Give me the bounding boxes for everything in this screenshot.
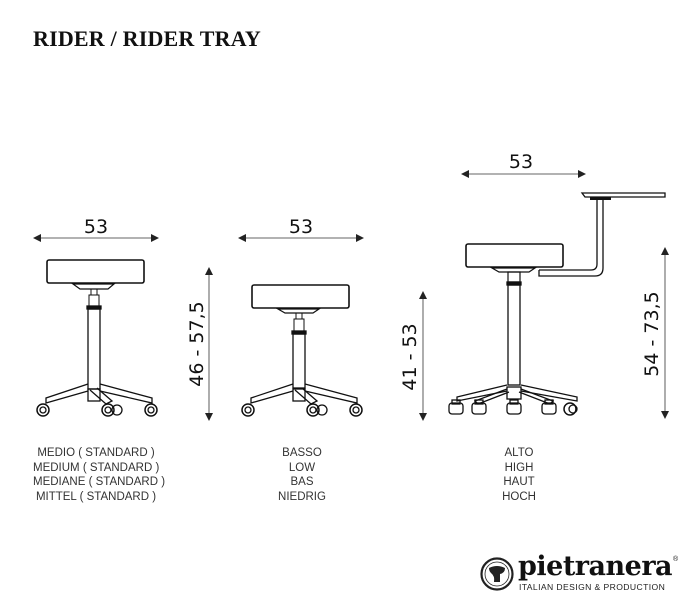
label-line: LOW [288,461,316,474]
basso-height-dim: 41 - 53 [399,323,421,390]
label-line: HOCH [502,490,536,503]
label-line: MEDIANE ( STANDARD ) [33,476,166,489]
seat-cushion [46,259,145,284]
medio-height-dim: 46 - 57,5 [186,301,208,386]
page-title: RIDER / RIDER TRAY [33,26,261,51]
brand-logo: pietranera ® ITALIAN DESIGN & PRODUCTION [478,553,693,598]
label-line: BAS [290,476,314,489]
alto-labels: ALTO HIGH HAUT HOCH [479,446,559,504]
stool-medio-drawing [33,234,159,417]
stool-emblem-icon [480,557,514,591]
label-line: HIGH [504,461,534,474]
label-line: BASSO [282,447,322,459]
label-line: MITTEL ( STANDARD ) [35,490,157,503]
medio-width-dim: 53 [84,216,108,238]
seat-cushion [251,284,350,309]
stool-basso-drawing [238,234,364,417]
seat-cushion [465,243,564,268]
brand-tagline: ITALIAN DESIGN & PRODUCTION [519,582,666,592]
registered-mark: ® [673,556,679,563]
alto-height-dim: 54 - 73,5 [641,291,663,376]
basso-width-dim: 53 [289,216,313,238]
medio-labels: MEDIO ( STANDARD ) MEDIUM ( STANDARD ) M… [33,446,166,504]
stool-alto-tray-drawing [448,170,666,416]
label-line: MEDIUM ( STANDARD ) [33,461,160,474]
brand-name: pietranera [518,551,673,582]
label-line: ALTO [504,447,534,459]
alto-width-dim: 53 [509,151,533,173]
label-line: HAUT [503,476,535,489]
basso-labels: BASSO LOW BAS NIEDRIG [262,446,342,504]
tray-top [580,192,666,198]
label-line: MEDIO ( STANDARD ) [37,447,155,459]
label-line: NIEDRIG [278,490,326,503]
